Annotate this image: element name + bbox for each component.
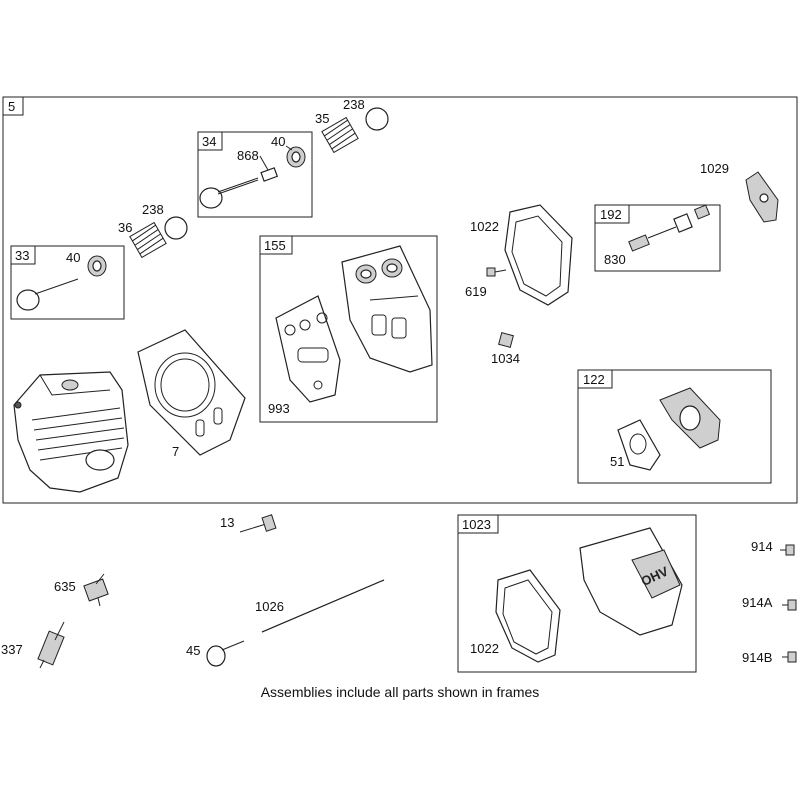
bolt-13-part — [239, 514, 277, 533]
label-868: 868 — [237, 148, 259, 163]
gasket-51-part — [617, 419, 661, 471]
label-238-top: 238 — [343, 97, 365, 112]
label-1022-top: 1022 — [470, 219, 499, 234]
part-635 — [83, 573, 109, 607]
label-45: 45 — [186, 643, 200, 658]
frame-192: 192 830 — [594, 204, 721, 272]
frame-34-label: 34 — [202, 134, 216, 149]
cap-238-left-part — [164, 216, 188, 240]
label-914b: 914B — [742, 650, 772, 665]
label-1022-bottom: 1022 — [470, 641, 499, 656]
valve-33-part — [16, 278, 79, 311]
frame-192-label: 192 — [600, 207, 622, 222]
rocker-gasket-1022-bottom-part — [495, 569, 561, 663]
label-238-left: 238 — [142, 202, 164, 217]
frame-33: 33 40 — [10, 245, 125, 320]
label-40-left: 40 — [66, 250, 80, 265]
label-635: 635 — [54, 579, 76, 594]
cylinder-head-part — [13, 371, 129, 493]
cap-238-top-part — [365, 107, 389, 131]
frame-122-label: 122 — [583, 372, 605, 387]
valve-part — [199, 177, 259, 209]
frame-5: 5 — [2, 96, 798, 504]
label-36: 36 — [118, 220, 132, 235]
tappet-45-part — [206, 640, 245, 667]
frame-122: 122 51 — [577, 369, 772, 484]
seal-40-part — [286, 146, 306, 168]
label-1029: 1029 — [700, 161, 729, 176]
pushrod-1026-part — [261, 579, 385, 633]
label-1026: 1026 — [255, 599, 284, 614]
rocker-arm-1029-part — [745, 171, 779, 223]
screw-914-part — [780, 544, 795, 556]
label-914a: 914A — [742, 595, 773, 610]
nut-1034-part — [498, 332, 514, 348]
frame-1023-label: 1023 — [462, 517, 491, 532]
rocker-cover-part: OHV — [579, 527, 683, 636]
keeper-868-part — [260, 167, 279, 182]
label-619: 619 — [465, 284, 487, 299]
head-gasket-7-part — [137, 329, 246, 456]
label-1034: 1034 — [491, 351, 520, 366]
label-40-top: 40 — [271, 134, 285, 149]
frame-34: 34 868 40 — [197, 131, 313, 218]
rocker-gasket-1022-part — [504, 204, 573, 306]
label-914: 914 — [751, 539, 773, 554]
label-337: 337 — [1, 642, 23, 657]
screw-914b-part — [782, 651, 797, 663]
intake-plate-part — [341, 245, 433, 373]
frame-33-label: 33 — [15, 248, 29, 263]
frame-155: 155 993 — [259, 235, 438, 423]
frame-5-label: 5 — [8, 99, 15, 114]
label-13: 13 — [220, 515, 234, 530]
label-51: 51 — [610, 454, 624, 469]
spring-36-part — [129, 221, 167, 259]
seal-40-left-part — [87, 255, 107, 277]
rocker-stud-part — [628, 204, 711, 252]
screw-914a-part — [782, 599, 797, 611]
spring-35-part — [321, 116, 359, 154]
label-7: 7 — [172, 444, 179, 459]
label-830: 830 — [604, 252, 626, 267]
caption: Assemblies include all parts shown in fr… — [260, 684, 540, 700]
frame-1023: 1023 1022 OHV — [457, 514, 697, 673]
bolt-619-part — [486, 267, 507, 277]
spacer-part — [659, 387, 721, 449]
label-993: 993 — [268, 401, 290, 416]
spark-plug-337-part — [37, 621, 65, 669]
label-35: 35 — [315, 111, 329, 126]
frame-155-label: 155 — [264, 238, 286, 253]
gasket-993-part — [275, 295, 341, 403]
